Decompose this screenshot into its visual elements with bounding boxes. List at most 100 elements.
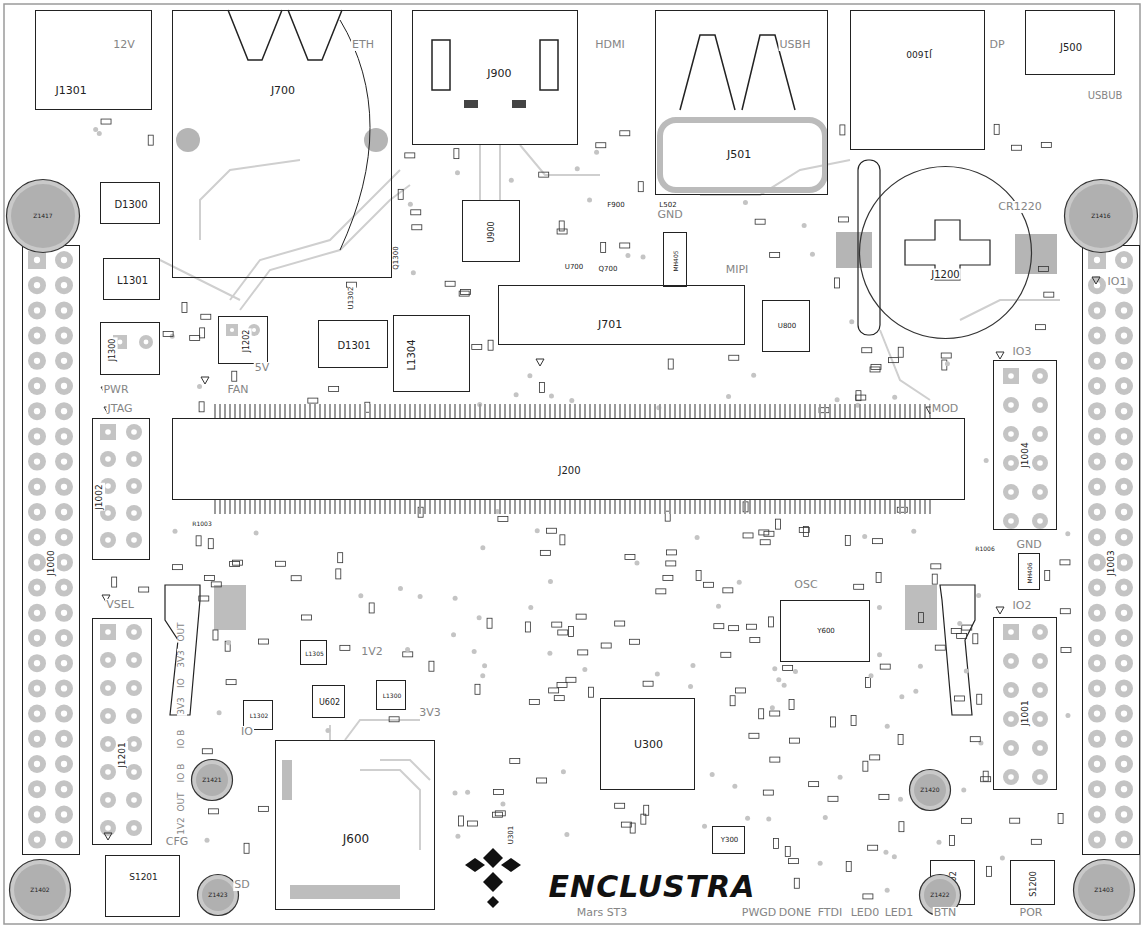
- component-outline: U800: [762, 300, 810, 352]
- drill: [61, 383, 67, 389]
- finger-pad: [539, 500, 541, 514]
- resistor-footprint: [1060, 560, 1070, 565]
- pin-pad: [126, 820, 142, 836]
- drill: [34, 358, 40, 364]
- pad: [745, 816, 750, 821]
- pin-pad: [1088, 780, 1106, 798]
- pad: [554, 696, 564, 701]
- finger-pad: [679, 404, 681, 418]
- pin: [1088, 679, 1106, 697]
- via: [770, 705, 775, 710]
- finger-pad: [654, 404, 656, 418]
- finger-pad: [599, 404, 601, 418]
- pad: [898, 735, 903, 745]
- pad: [211, 582, 221, 587]
- pin-pad: [55, 453, 73, 471]
- drill: [1094, 610, 1100, 616]
- drill: [61, 307, 67, 313]
- pad: [789, 859, 799, 864]
- drill: [1121, 710, 1127, 716]
- via: [957, 621, 962, 626]
- pin: [55, 528, 73, 546]
- finger-pad: [324, 500, 326, 514]
- pad: [957, 621, 962, 626]
- finger-pad: [269, 500, 271, 514]
- resistor-footprint: [201, 314, 211, 319]
- drill: [61, 358, 67, 364]
- finger-pad: [839, 500, 841, 514]
- pin: [1032, 653, 1048, 669]
- finger-pad: [729, 500, 731, 514]
- pad: [369, 603, 374, 613]
- trace: [200, 160, 300, 240]
- resistor-footprint: [760, 540, 770, 545]
- finger-pad: [334, 500, 336, 514]
- pad: [498, 516, 508, 521]
- finger-pad: [524, 500, 526, 514]
- pin: [55, 402, 73, 420]
- finger-pad: [859, 500, 861, 514]
- via: [594, 150, 599, 155]
- via: [702, 824, 707, 829]
- silkscreen-label: DONE: [778, 907, 812, 919]
- capacitor-footprint: [225, 641, 230, 651]
- finger-pad: [434, 500, 436, 514]
- finger-pad: [889, 500, 891, 514]
- pin-pad: [1032, 368, 1048, 384]
- pin-pad: [1115, 831, 1133, 849]
- resistor-footprint: [854, 584, 864, 589]
- drill: [131, 769, 137, 775]
- drill: [61, 584, 67, 590]
- finger-pad: [509, 500, 511, 514]
- resistor-footprint: [226, 680, 236, 685]
- finger-pad: [769, 404, 771, 418]
- pad: [1058, 814, 1063, 824]
- component-outline: U900: [462, 200, 520, 262]
- pad: [936, 840, 941, 845]
- outline-ring: [10, 860, 71, 921]
- pin: [55, 679, 73, 697]
- pin: [1115, 679, 1133, 697]
- pin-pad: [55, 251, 73, 269]
- silkscreen-label: DP: [988, 39, 1005, 51]
- finger-pad: [299, 500, 301, 514]
- silkscreen-label: MOD: [931, 403, 960, 415]
- finger-pad: [564, 404, 566, 418]
- trace: [240, 185, 410, 310]
- drill: [1008, 431, 1014, 437]
- part-ref: J1201: [118, 741, 128, 769]
- finger-pad: [874, 404, 876, 418]
- pin: [1003, 653, 1019, 669]
- pin: [1032, 769, 1048, 785]
- via: [197, 384, 202, 389]
- finger-pad: [564, 500, 566, 514]
- pin-pad: [1115, 654, 1133, 672]
- finger-pad: [844, 404, 846, 418]
- pad: [575, 166, 580, 171]
- pin: [1088, 528, 1106, 546]
- finger-pad: [384, 500, 386, 514]
- pin-1: [100, 424, 116, 440]
- pad: [601, 643, 611, 648]
- pin: [55, 654, 73, 672]
- via: [480, 545, 485, 550]
- capacitor-footprint: [898, 347, 903, 357]
- drill: [1008, 629, 1014, 635]
- via: [527, 373, 532, 378]
- via: [418, 594, 423, 599]
- resistor-footprint: [931, 564, 941, 569]
- pin-pad: [28, 427, 46, 445]
- finger-pad: [589, 500, 591, 514]
- pin: [1003, 682, 1019, 698]
- pin: [1088, 377, 1106, 395]
- resistor-footprint: [970, 737, 980, 742]
- finger-pad: [344, 404, 346, 418]
- pad: [445, 281, 455, 286]
- pin: [28, 453, 46, 471]
- via: [634, 561, 639, 566]
- pin-pad: [1003, 769, 1019, 785]
- part-ref: L1304: [405, 338, 416, 371]
- pin-pad: [100, 708, 116, 724]
- pin-pad: [55, 755, 73, 773]
- resistor-footprint: [208, 809, 218, 814]
